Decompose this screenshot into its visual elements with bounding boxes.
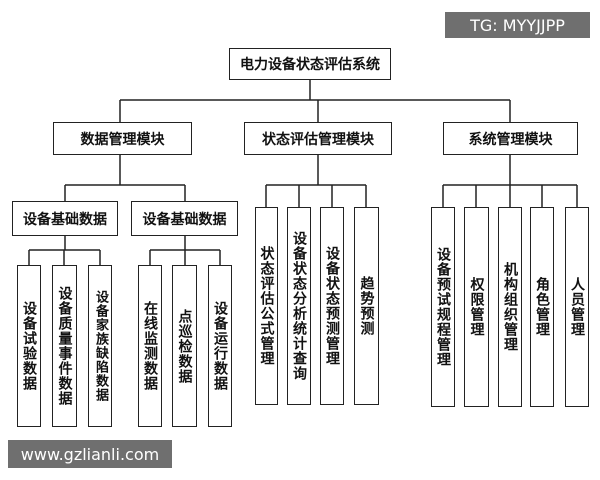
leaf-node: 趋势预测 — [354, 207, 379, 405]
module-label: 状态评估管理模块 — [262, 131, 374, 148]
tg-watermark-text: TG: MYYJJPP — [470, 15, 565, 35]
leaf-label: 设备试验数据 — [21, 301, 37, 391]
module-data-management: 数据管理模块 — [53, 122, 192, 155]
leaf-label: 点巡检数据 — [176, 308, 193, 384]
module-system-management: 系统管理模块 — [443, 122, 578, 155]
leaf-label: 权限管理 — [468, 277, 485, 337]
leaf-node: 角色管理 — [530, 207, 554, 407]
leaf-node: 人员管理 — [565, 207, 589, 407]
leaf-label: 角色管理 — [534, 277, 550, 337]
leaf-label: 设备家族缺陷数据 — [93, 290, 108, 402]
leaf-node: 权限管理 — [464, 207, 489, 407]
group-basic-data-2: 设备基础数据 — [131, 201, 238, 236]
leaf-node: 在线监测数据 — [138, 265, 162, 427]
leaf-label: 设备质量事件数据 — [56, 286, 73, 406]
site-watermark: www.gzlianli.com — [8, 440, 172, 468]
leaf-label: 状态评估公式管理 — [258, 246, 275, 366]
leaf-label: 设备状态分析统计查询 — [291, 231, 307, 381]
leaf-label: 人员管理 — [569, 277, 585, 337]
leaf-label: 趋势预测 — [358, 276, 375, 336]
site-watermark-text: www.gzlianli.com — [20, 444, 160, 464]
leaf-label: 设备运行数据 — [212, 301, 228, 391]
module-label: 系统管理模块 — [468, 131, 553, 148]
root-label: 电力设备状态评估系统 — [240, 57, 380, 73]
leaf-label: 机构组织管理 — [502, 262, 518, 352]
module-label: 数据管理模块 — [80, 131, 165, 148]
leaf-node: 设备质量事件数据 — [52, 265, 77, 427]
leaf-node: 设备家族缺陷数据 — [88, 265, 112, 427]
leaf-node: 点巡检数据 — [172, 265, 197, 427]
leaf-node: 设备预试规程管理 — [431, 207, 455, 407]
leaf-label: 设备预试规程管理 — [435, 247, 451, 367]
leaf-label: 在线监测数据 — [142, 301, 158, 391]
leaf-node: 设备试验数据 — [17, 265, 41, 427]
group-basic-data-1: 设备基础数据 — [12, 201, 118, 236]
module-state-assessment: 状态评估管理模块 — [244, 122, 392, 155]
group-label: 设备基础数据 — [23, 211, 107, 228]
leaf-node: 设备运行数据 — [208, 265, 232, 427]
leaf-node: 设备状态预测管理 — [320, 207, 344, 405]
tg-watermark: TG: MYYJJPP — [445, 12, 590, 38]
leaf-node: 状态评估公式管理 — [255, 207, 278, 405]
leaf-node: 设备状态分析统计查询 — [287, 207, 311, 405]
group-label: 设备基础数据 — [142, 211, 227, 228]
root-node: 电力设备状态评估系统 — [229, 48, 391, 80]
leaf-node: 机构组织管理 — [498, 207, 522, 407]
leaf-label: 设备状态预测管理 — [324, 246, 340, 366]
